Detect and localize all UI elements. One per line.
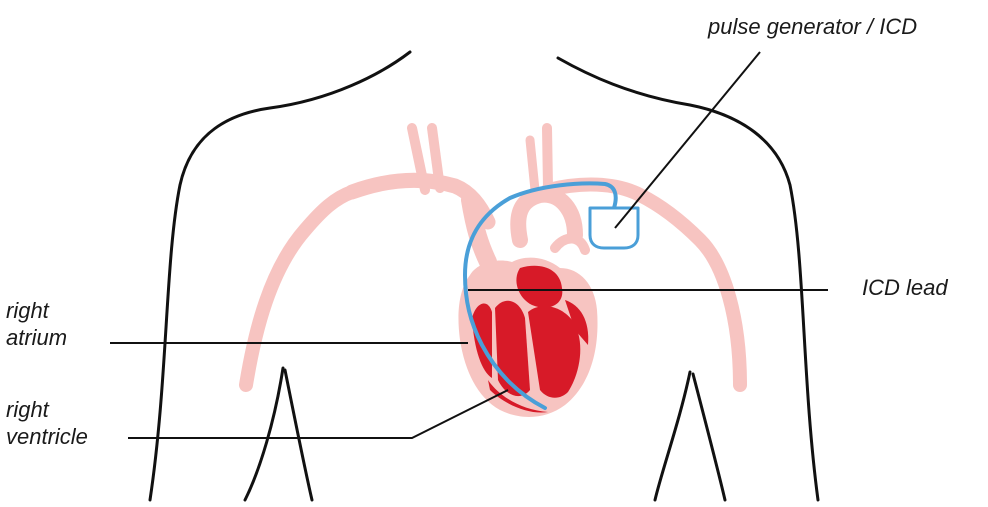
pulse-generator-leader [615, 52, 760, 228]
pulse-generator-label: pulse generator / ICD [708, 13, 917, 40]
icd-lead-label: ICD lead [862, 274, 948, 301]
right-ventricle-leader [128, 390, 508, 438]
right-ventricle-label-line2: ventricle [6, 423, 88, 450]
right-ventricle-label: right ventricle [6, 396, 88, 450]
right-atrium-label-line2: atrium [6, 324, 67, 351]
right-atrium-label: right atrium [6, 297, 67, 351]
right-atrium-label-line1: right [6, 297, 67, 324]
pulse-generator-device [590, 208, 638, 248]
right-ventricle-label-line1: right [6, 396, 88, 423]
